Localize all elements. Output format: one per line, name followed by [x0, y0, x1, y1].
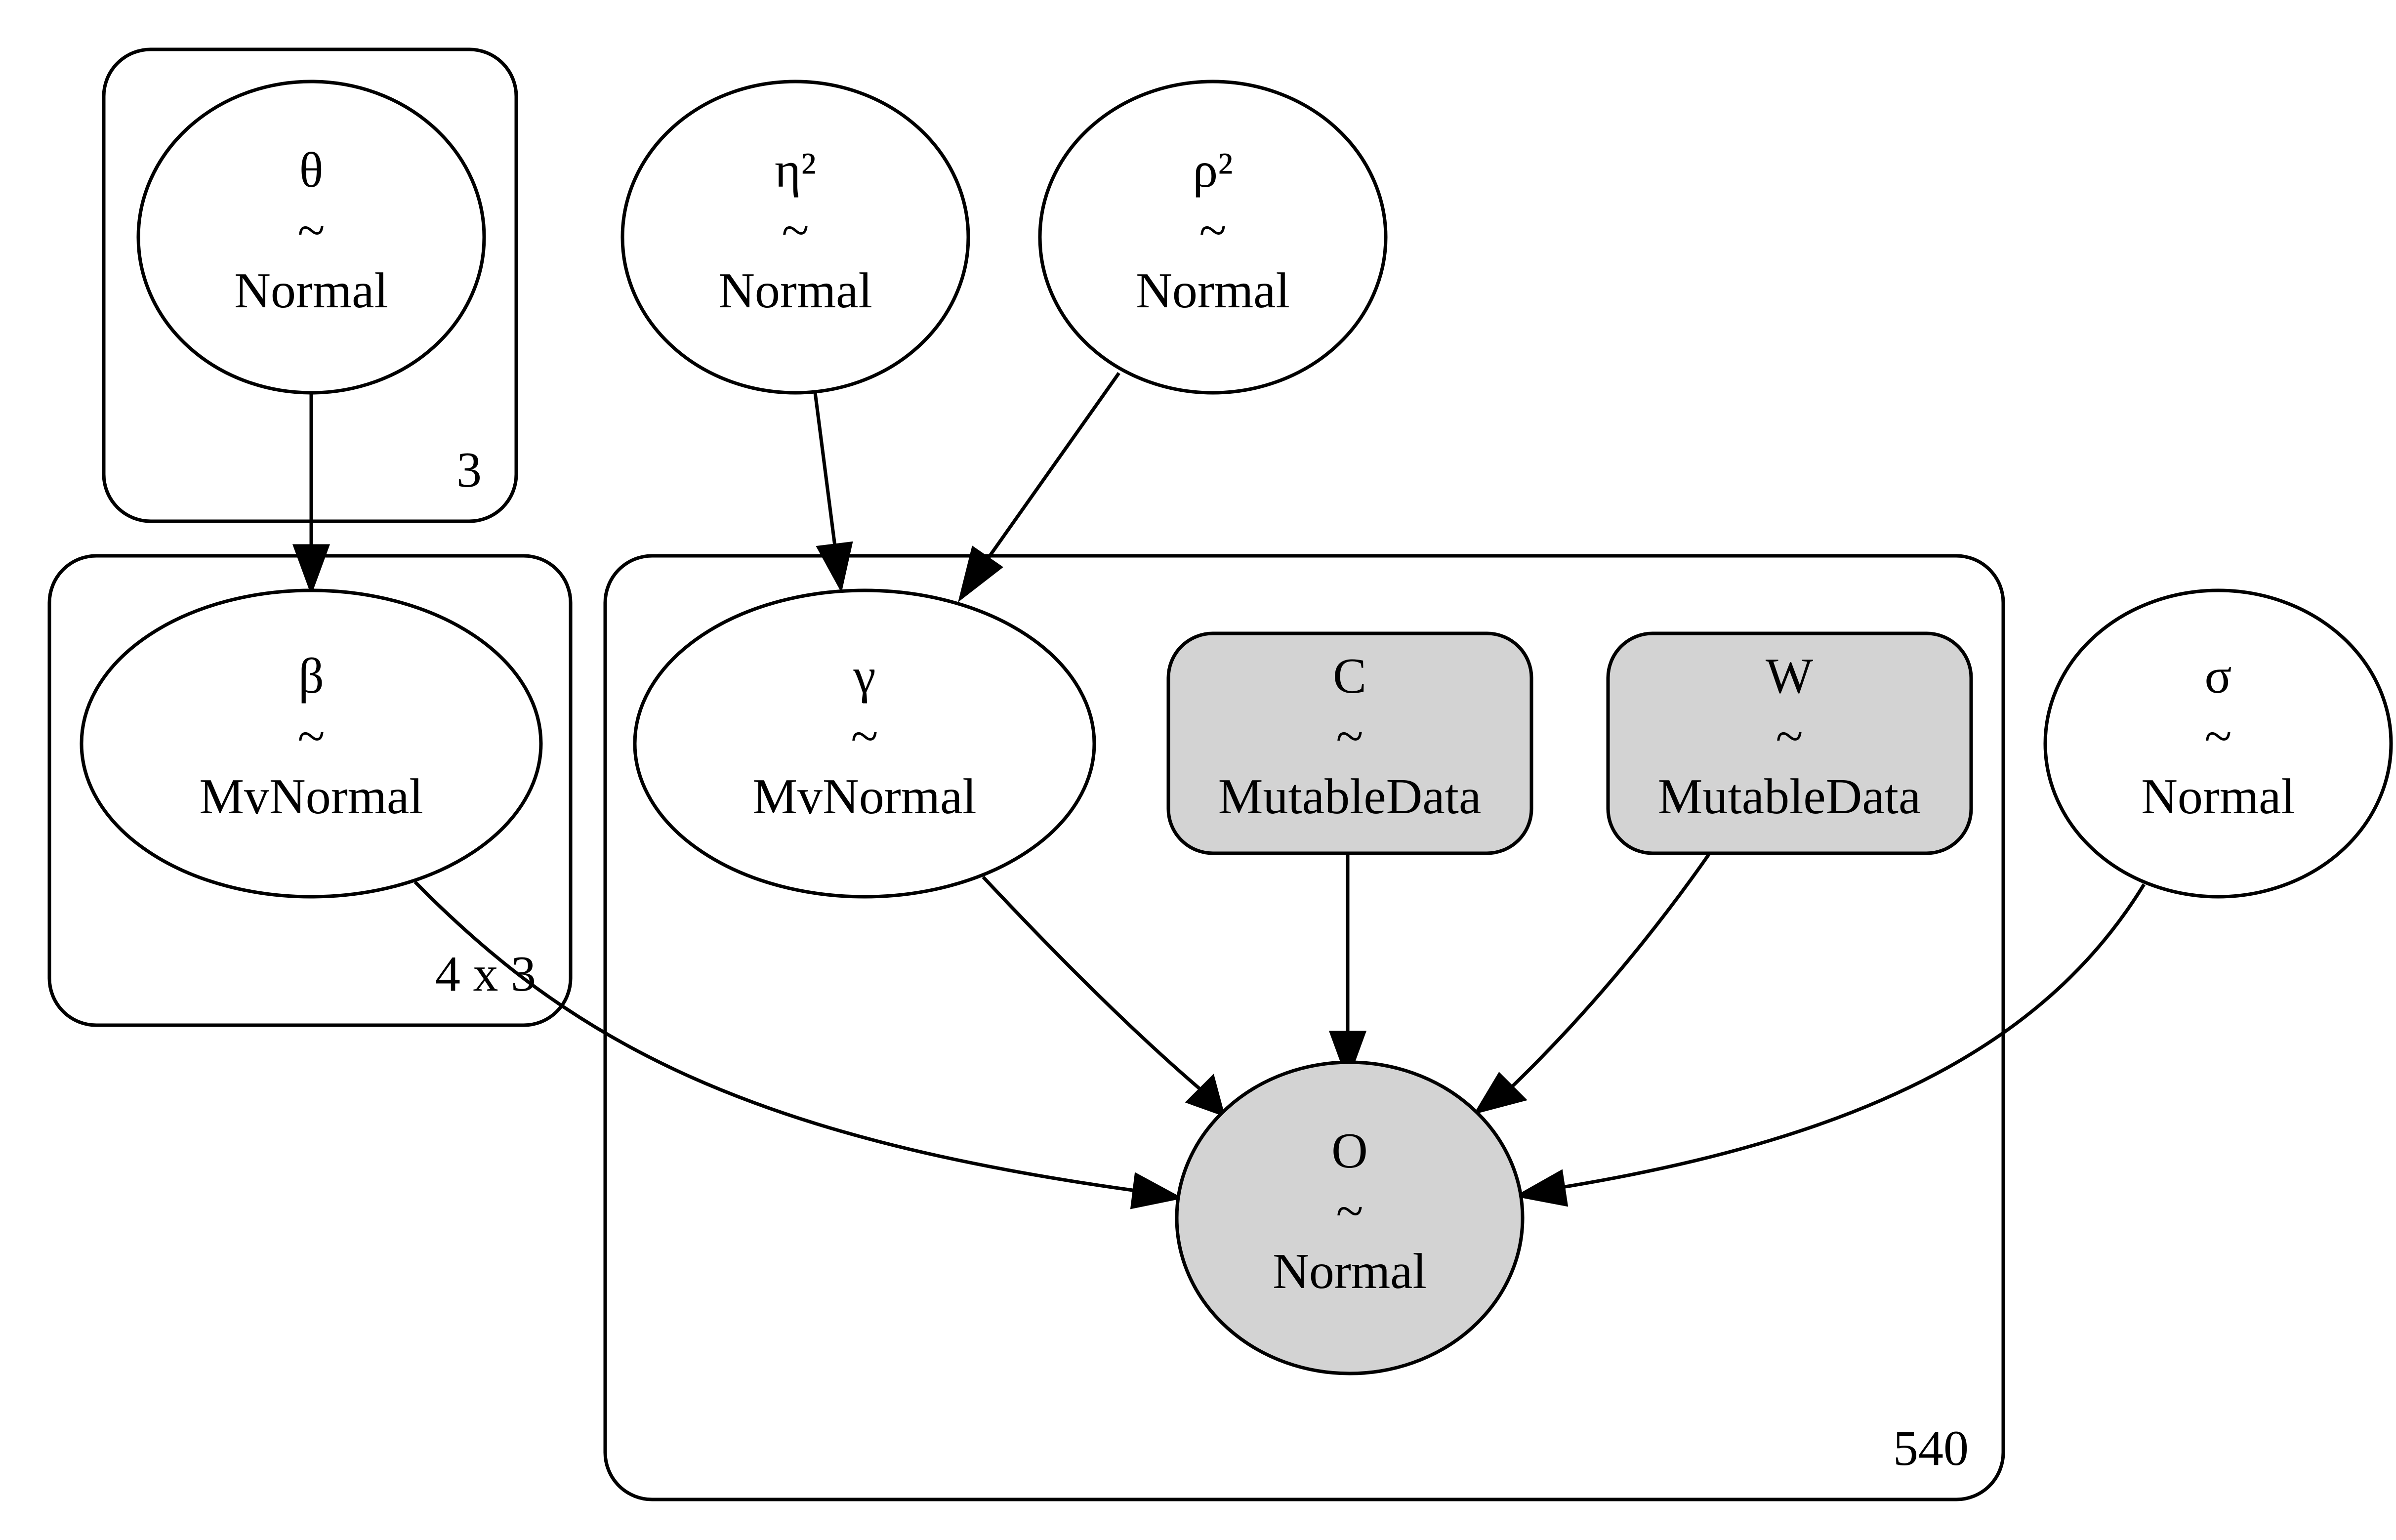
node-W[interactable]: W ~ MutableData [1606, 631, 1973, 855]
node-W-tilde: ~ [1776, 708, 1803, 764]
arrowhead-O-from-gamma [1185, 1074, 1226, 1117]
edge-gamma-O [982, 875, 1202, 1091]
node-theta[interactable]: θ ~ Normal [136, 80, 486, 395]
node-O-dist: Normal [1273, 1244, 1427, 1299]
node-beta-tilde: ~ [297, 708, 325, 764]
node-eta2-dist: Normal [718, 263, 872, 319]
arrowhead-O-from-W [1473, 1072, 1528, 1115]
node-C-name: C [1333, 648, 1366, 704]
node-beta-name: β [298, 648, 324, 704]
node-gamma-dist: MvNormal [752, 769, 976, 825]
node-sigma-name: σ [2205, 648, 2232, 704]
node-theta-tilde: ~ [297, 203, 325, 258]
node-rho2[interactable]: ρ² ~ Normal [1038, 80, 1388, 395]
node-sigma[interactable]: σ ~ Normal [2043, 588, 2393, 899]
edge-eta2-gamma [813, 392, 837, 546]
node-gamma[interactable]: γ ~ MvNormal [633, 588, 1096, 899]
arrowheads [292, 541, 1569, 1209]
node-gamma-name: γ [853, 648, 875, 704]
edges [309, 372, 2146, 1193]
plate-theta-label: 3 [456, 442, 482, 498]
arrowhead-O-from-sigma [1514, 1169, 1569, 1207]
node-gamma-tilde: ~ [851, 708, 878, 764]
node-rho2-dist: Normal [1136, 263, 1290, 319]
node-O-name: O [1331, 1123, 1368, 1179]
node-eta2-name: η² [775, 142, 816, 198]
arrowhead-gamma-left [816, 541, 853, 593]
arrowhead-gamma-right [958, 545, 1003, 602]
node-W-name: W [1766, 648, 1814, 704]
arrowhead-beta [292, 544, 330, 596]
node-W-dist: MutableData [1658, 769, 1921, 825]
node-eta2[interactable]: η² ~ Normal [620, 80, 970, 395]
plate-observations: 540 [603, 554, 2005, 1501]
node-O-tilde: ~ [1336, 1183, 1363, 1239]
node-C-tilde: ~ [1336, 708, 1363, 764]
node-sigma-dist: Normal [2141, 769, 2295, 825]
node-eta2-tilde: ~ [782, 203, 809, 258]
plate-beta-label: 4 x 3 [435, 946, 536, 1002]
node-theta-name: θ [299, 142, 324, 198]
edge-sigma-O [1556, 883, 2146, 1190]
edge-beta-O [413, 880, 1137, 1193]
arrowhead-O-from-beta [1130, 1172, 1184, 1209]
node-beta-dist: MvNormal [199, 769, 423, 825]
edge-rho2-gamma [987, 372, 1120, 560]
node-rho2-name: ρ² [1193, 142, 1233, 198]
node-sigma-tilde: ~ [2204, 708, 2231, 764]
node-rho2-tilde: ~ [1199, 203, 1226, 258]
plate-observations-label: 540 [1893, 1420, 1969, 1476]
node-O[interactable]: O ~ Normal [1175, 1060, 1525, 1375]
node-C[interactable]: C ~ MutableData [1166, 631, 1533, 855]
node-C-dist: MutableData [1218, 769, 1481, 825]
edge-W-O [1510, 852, 1711, 1088]
arrowhead-O-from-C [1328, 1031, 1367, 1082]
node-beta[interactable]: β ~ MvNormal [80, 588, 543, 899]
node-theta-dist: Normal [234, 263, 388, 319]
